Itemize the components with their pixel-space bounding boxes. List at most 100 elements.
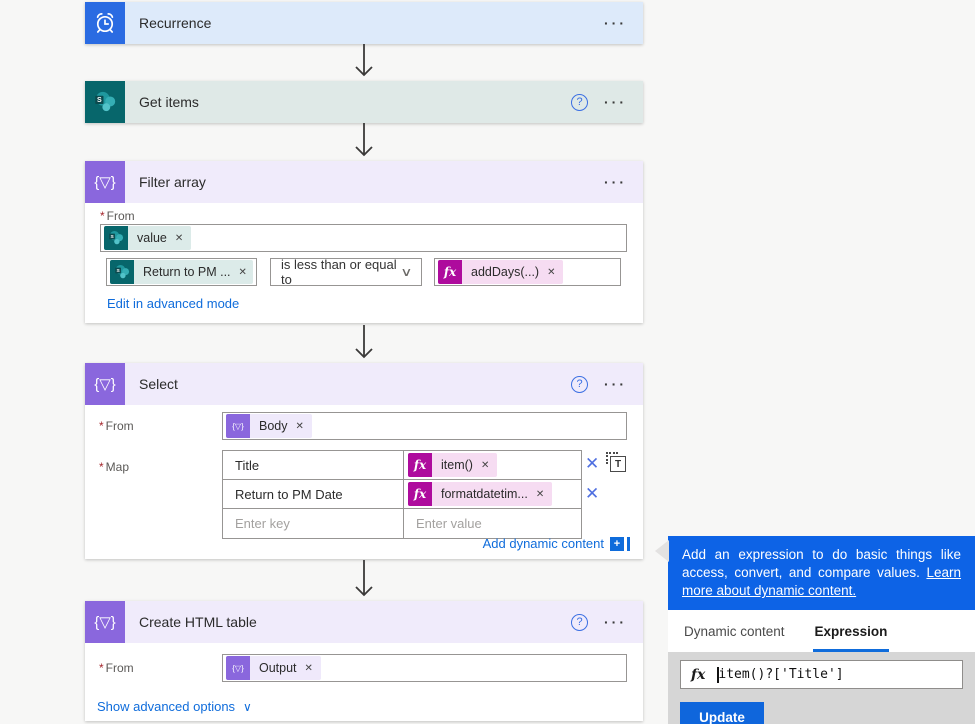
- output-token[interactable]: {▽} Output ✕: [226, 656, 321, 680]
- condition-left-field[interactable]: S Return to PM ... ✕: [106, 258, 257, 286]
- dynamic-content-panel: Add an expression to do basic things lik…: [655, 536, 975, 724]
- delete-row-icon[interactable]: ✕: [585, 454, 600, 473]
- step-card-get-items[interactable]: S Get items ? ···: [85, 81, 643, 123]
- enter-key-input[interactable]: [223, 516, 403, 531]
- show-advanced-options-link[interactable]: Show advanced options∨: [97, 699, 252, 714]
- operator-dropdown[interactable]: is less than or equal to ∨: [270, 257, 422, 287]
- map-value-cell[interactable]: fx item() ✕: [404, 451, 581, 479]
- select-from-field[interactable]: {▽} Body ✕: [222, 412, 627, 440]
- cursor-bar-icon: [627, 536, 630, 551]
- create-html-table-body: *From {▽} Output ✕ Show advanced options…: [85, 643, 643, 721]
- step-title: Get items: [139, 94, 199, 110]
- plus-icon: +: [610, 536, 624, 551]
- expression-editor-area: fx item()?['Title'] Update: [668, 652, 975, 724]
- body-token[interactable]: {▽} Body ✕: [226, 414, 312, 438]
- recurrence-header[interactable]: Recurrence ···: [85, 2, 643, 44]
- update-button[interactable]: Update: [680, 702, 764, 724]
- remove-token-icon[interactable]: ✕: [304, 662, 313, 674]
- item-expression-token[interactable]: fx item() ✕: [408, 453, 498, 477]
- sharepoint-icon: S: [110, 260, 134, 284]
- remove-token-icon[interactable]: ✕: [480, 459, 490, 471]
- svg-text:S: S: [116, 268, 120, 274]
- flow-arrow: [355, 123, 373, 157]
- step-title: Filter array: [139, 174, 206, 190]
- tab-dynamic-content[interactable]: Dynamic content: [684, 623, 785, 639]
- step-title: Recurrence: [139, 15, 212, 31]
- filter-array-body: *From S value ✕: [85, 203, 643, 323]
- delete-row-icon[interactable]: ✕: [585, 484, 600, 503]
- svg-text:S: S: [110, 234, 114, 240]
- more-menu-icon[interactable]: ···: [604, 174, 627, 190]
- more-menu-icon[interactable]: ···: [604, 376, 627, 392]
- flow-arrow: [355, 325, 373, 359]
- braces-token-icon: {▽}: [226, 656, 250, 680]
- help-icon[interactable]: ?: [571, 375, 588, 393]
- get-items-header[interactable]: S Get items ? ···: [85, 81, 643, 123]
- map-table: Title fx item() ✕ Return to PM Date fx: [222, 450, 582, 539]
- filter-from-field[interactable]: S value ✕: [100, 224, 627, 252]
- create-html-table-header[interactable]: {▽} Create HTML table ? ···: [85, 601, 643, 643]
- table-from-field[interactable]: {▽} Output ✕: [222, 654, 627, 682]
- enter-value-input[interactable]: [404, 516, 581, 531]
- help-icon[interactable]: ?: [571, 613, 588, 631]
- from-label: *From: [99, 661, 134, 675]
- more-menu-icon[interactable]: ···: [604, 94, 627, 110]
- map-row-empty: [223, 509, 581, 538]
- svg-text:S: S: [97, 97, 102, 104]
- remove-token-icon[interactable]: ✕: [547, 266, 556, 278]
- step-card-filter-array: {▽} Filter array ··· *From S va: [85, 161, 643, 323]
- flow-arrow: [355, 44, 373, 77]
- map-key-cell[interactable]: Title: [223, 451, 404, 479]
- from-label: *From: [100, 209, 135, 223]
- select-body: *From {▽} Body ✕ *Map Title fx item() ✕: [85, 405, 643, 559]
- map-key-cell[interactable]: Return to PM Date: [223, 480, 404, 508]
- filter-data-operation-icon: {▽}: [85, 161, 125, 203]
- fx-expression-icon: fx: [438, 260, 462, 284]
- remove-token-icon[interactable]: ✕: [174, 232, 184, 244]
- panel-tabs: Dynamic content Expression: [668, 610, 975, 652]
- map-key-cell[interactable]: [223, 509, 404, 538]
- remove-token-icon[interactable]: ✕: [535, 488, 545, 500]
- chevron-down-icon: ∨: [400, 265, 413, 279]
- value-token[interactable]: S value ✕: [104, 226, 192, 250]
- callout-beak: [655, 540, 669, 562]
- select-data-operation-icon: {▽}: [85, 363, 125, 405]
- expression-input[interactable]: fx item()?['Title']: [680, 660, 963, 689]
- from-label: *From: [99, 419, 134, 433]
- sharepoint-icon: S: [104, 226, 128, 250]
- expression-info-banner: Add an expression to do basic things lik…: [668, 536, 975, 610]
- tab-expression[interactable]: Expression: [812, 610, 890, 652]
- text-caret: [717, 666, 720, 683]
- alarm-clock-icon: [85, 2, 125, 44]
- remove-token-icon[interactable]: ✕: [238, 266, 247, 278]
- edit-advanced-mode-link[interactable]: Edit in advanced mode: [107, 296, 240, 311]
- step-card-create-html-table: {▽} Create HTML table ? ··· *From {▽} Ou…: [85, 601, 643, 721]
- select-header[interactable]: {▽} Select ? ···: [85, 363, 643, 405]
- step-title: Select: [139, 376, 178, 392]
- step-card-recurrence[interactable]: Recurrence ···: [85, 2, 643, 44]
- chevron-down-icon: ∨: [243, 700, 252, 714]
- add-dynamic-content-link[interactable]: Add dynamic content +: [483, 536, 630, 551]
- map-value-cell[interactable]: fx formatdatetim... ✕: [404, 480, 581, 508]
- braces-token-icon: {▽}: [226, 414, 250, 438]
- formatdatetime-expression-token[interactable]: fx formatdatetim... ✕: [408, 482, 553, 506]
- return-to-pm-token[interactable]: S Return to PM ... ✕: [110, 260, 253, 284]
- filter-array-header[interactable]: {▽} Filter array ···: [85, 161, 643, 203]
- map-value-cell[interactable]: [404, 509, 581, 538]
- sharepoint-icon: S: [85, 81, 125, 123]
- fx-expression-icon: fx: [408, 453, 432, 477]
- map-row: Return to PM Date fx formatdatetim... ✕: [223, 480, 581, 509]
- condition-right-field[interactable]: fx addDays(...) ✕: [434, 258, 621, 286]
- switch-text-mode-icon[interactable]: T: [606, 452, 626, 472]
- learn-more-link[interactable]: Learn more about dynamic content.: [682, 565, 961, 598]
- more-menu-icon[interactable]: ···: [604, 15, 627, 31]
- help-icon[interactable]: ?: [571, 93, 588, 111]
- remove-token-icon[interactable]: ✕: [295, 420, 304, 432]
- fx-expression-icon: fx: [408, 482, 432, 506]
- flow-arrow: [355, 560, 373, 597]
- step-card-select: {▽} Select ? ··· *From {▽} Body ✕ *Map T…: [85, 363, 643, 559]
- more-menu-icon[interactable]: ···: [604, 614, 627, 630]
- adddays-expression-token[interactable]: fx addDays(...) ✕: [438, 260, 564, 284]
- expression-value[interactable]: item()?['Title']: [718, 667, 844, 682]
